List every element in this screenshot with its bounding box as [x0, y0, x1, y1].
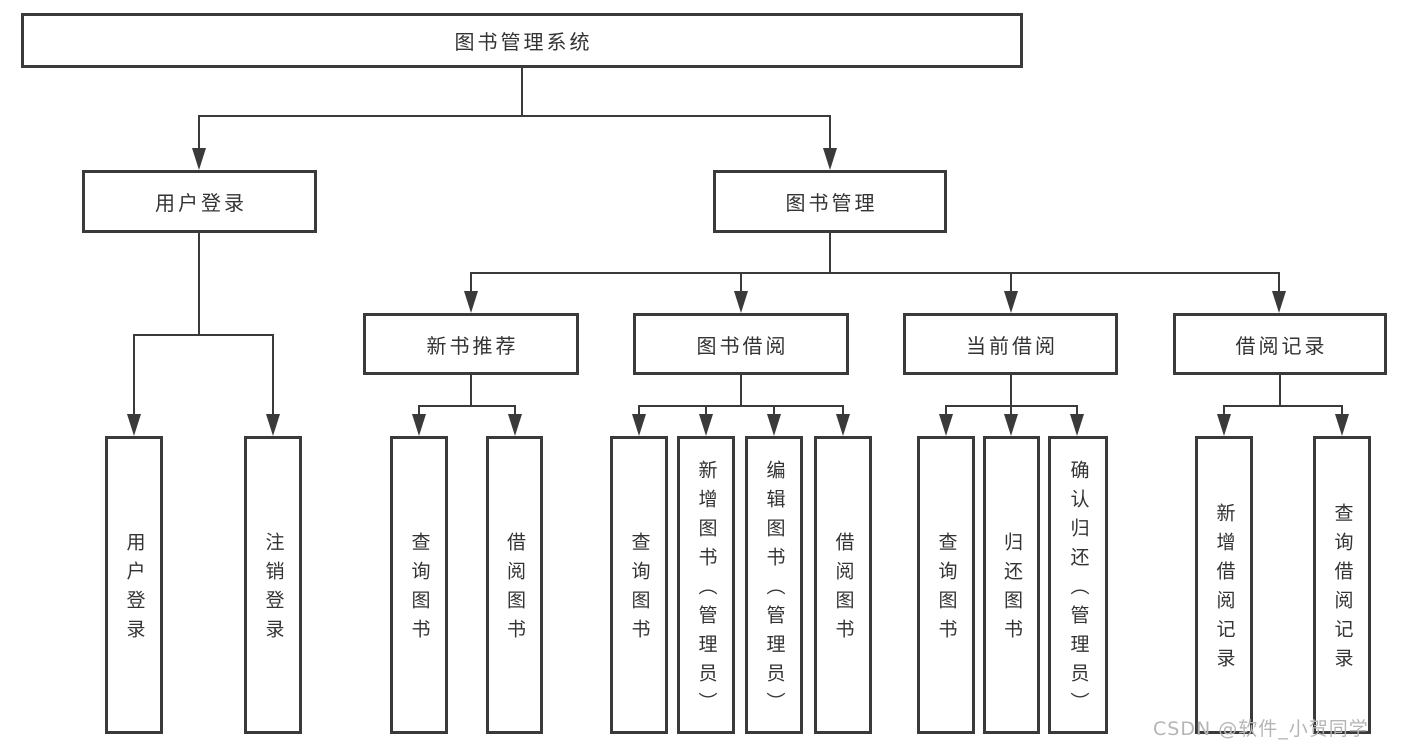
node-label: 查询图书 [935, 532, 958, 648]
connector-segment [1341, 405, 1343, 418]
node-label: 用户登录 [155, 191, 247, 215]
connector-segment [705, 405, 707, 418]
leaf-confirm-return-admin: 确认归还（管理员） [1048, 436, 1108, 734]
node-label: 查询图书 [628, 532, 651, 648]
connector-segment [470, 375, 472, 407]
node-book-management-branch: 图书管理 [713, 170, 947, 233]
connector-segment [1279, 375, 1281, 407]
arrow-down-icon [632, 414, 646, 436]
leaf-user-login: 用户登录 [105, 436, 163, 734]
leaf-query-books-1: 查询图书 [390, 436, 448, 734]
arrow-down-icon [836, 414, 850, 436]
connector-segment [133, 334, 135, 418]
node-label: 确认归还（管理员） [1067, 459, 1090, 721]
connector-segment [418, 405, 420, 418]
node-label: 图书管理系统 [454, 30, 593, 54]
node-user-login-branch: 用户登录 [82, 170, 317, 233]
node-label: 图书管理 [785, 191, 878, 215]
node-label: 注销登录 [262, 532, 285, 648]
connector-segment [1076, 405, 1078, 418]
connector-segment [1010, 272, 1012, 295]
node-label: 查询借阅记录 [1331, 503, 1354, 677]
arrow-down-icon [1070, 414, 1084, 436]
arrow-down-icon [412, 414, 426, 436]
connector-segment [133, 334, 274, 336]
connector-segment [829, 115, 831, 151]
arrow-down-icon [464, 291, 478, 313]
node-borrowing-records: 借阅记录 [1173, 313, 1387, 375]
arrow-down-icon [1217, 414, 1231, 436]
leaf-add-borrow-record: 新增借阅记录 [1195, 436, 1253, 734]
leaf-borrow-books-1: 借阅图书 [486, 436, 543, 734]
arrow-down-icon [508, 414, 522, 436]
leaf-return-books: 归还图书 [983, 436, 1040, 734]
leaf-logout: 注销登录 [244, 436, 302, 734]
node-label: 编辑图书（管理员） [763, 459, 786, 721]
node-new-book-recommend: 新书推荐 [363, 313, 579, 375]
leaf-query-books-3: 查询图书 [917, 436, 975, 734]
node-label: 新增图书（管理员） [695, 459, 718, 721]
arrow-down-icon [767, 414, 781, 436]
node-label: 借阅记录 [1235, 333, 1328, 358]
csdn-watermark: CSDN @软件_小贺同学 [1153, 718, 1369, 740]
arrow-down-icon [192, 148, 206, 170]
connector-segment [638, 405, 640, 418]
node-label: 新书推荐 [426, 333, 519, 358]
arrow-down-icon [734, 291, 748, 313]
connector-segment [945, 405, 947, 418]
node-library-management-system: 图书管理系统 [21, 13, 1023, 68]
leaf-borrow-books-2: 借阅图书 [814, 436, 872, 734]
connector-segment [521, 68, 523, 115]
leaf-query-borrow-record: 查询借阅记录 [1313, 436, 1371, 734]
connector-segment [198, 115, 831, 117]
connector-segment [1010, 375, 1012, 407]
connector-segment [272, 334, 274, 418]
connector-segment [198, 115, 200, 151]
connector-segment [773, 405, 775, 418]
node-label: 新增借阅记录 [1213, 503, 1236, 677]
node-label: 查询图书 [408, 532, 431, 648]
connector-segment [470, 272, 1280, 274]
arrow-down-icon [127, 414, 141, 436]
connector-segment [198, 233, 200, 336]
node-label: 图书借阅 [696, 333, 789, 358]
leaf-add-book-admin: 新增图书（管理员） [677, 436, 735, 734]
arrow-down-icon [699, 414, 713, 436]
connector-segment [740, 375, 742, 407]
arrow-down-icon [1272, 291, 1286, 313]
arrow-down-icon [1004, 291, 1018, 313]
connector-segment [638, 405, 843, 407]
node-current-borrowing: 当前借阅 [903, 313, 1118, 375]
connector-segment [470, 272, 472, 295]
arrow-down-icon [266, 414, 280, 436]
leaf-query-books-2: 查询图书 [610, 436, 668, 734]
arrow-down-icon [939, 414, 953, 436]
connector-segment [418, 405, 516, 407]
node-label: 归还图书 [1001, 532, 1023, 648]
arrow-down-icon [1335, 414, 1349, 436]
node-label: 借阅图书 [504, 532, 526, 648]
node-book-borrowing: 图书借阅 [633, 313, 849, 375]
connector-segment [740, 272, 742, 295]
connector-segment [1010, 405, 1012, 418]
leaf-edit-book-admin: 编辑图书（管理员） [745, 436, 803, 734]
node-label: 当前借阅 [966, 333, 1058, 358]
connector-segment [1223, 405, 1343, 407]
node-label: 借阅图书 [832, 532, 855, 648]
node-label: 用户登录 [123, 532, 146, 648]
connector-segment [829, 233, 831, 274]
connector-segment [1278, 272, 1280, 295]
connector-segment [842, 405, 844, 418]
connector-segment [514, 405, 516, 418]
arrow-down-icon [823, 148, 837, 170]
arrow-down-icon [1004, 414, 1018, 436]
connector-segment [1223, 405, 1225, 418]
